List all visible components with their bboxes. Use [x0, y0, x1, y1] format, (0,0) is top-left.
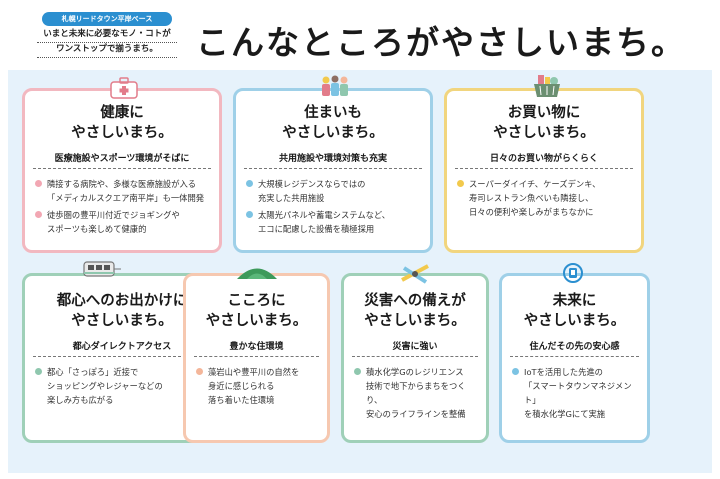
card-title-line-1: こころに	[227, 293, 286, 309]
card-title-line-2: やさしいまち。	[71, 125, 173, 141]
green-hill-icon	[235, 264, 279, 284]
page-title: こんなところがやさしいまち。	[196, 23, 686, 62]
bullet-dot	[35, 180, 42, 187]
card-subtitle: 災害に強い	[352, 339, 478, 357]
residents-icon	[318, 74, 352, 102]
card-subtitle: 日々のお買い物がらくらく	[455, 151, 633, 169]
bullet-item: 藻岩山や豊平川の自然を 身近に感じられる 落ち着いた住環境	[196, 365, 319, 407]
card-title-line-2: やさしいまち。	[71, 313, 173, 329]
card-title-line-1: 未来に	[552, 293, 597, 309]
bullet-dot	[246, 180, 253, 187]
card-subtitle: 住んだその先の安心感	[510, 339, 639, 357]
card-title-line-1: 都心へのお出かけに	[56, 293, 188, 309]
tagline-line-1: いまと未来に必要なモノ・コトが	[43, 29, 171, 39]
card-title-line-1: 住まいも	[304, 105, 362, 121]
bullet-dot	[35, 211, 42, 218]
card-bullets: 隣接する病院や、多様な医療施設が入る 「メディカルスクエア南平岸」も一体開発 徒…	[35, 177, 211, 236]
card-subtitle: 共用施設や環境対策も充実	[244, 151, 422, 169]
bullet-item: IoTを活用した先進の 「スマートタウンマネジメント」 を積水化学Gにて実施	[512, 365, 639, 421]
card-bullets: スーパーダイイチ、ケーズデンキ、 寿司レストラン魚べいも隣接し、 日々の便利や楽…	[457, 177, 633, 219]
bullet-dot	[512, 368, 519, 375]
pipeline-icon	[400, 262, 430, 288]
card-title-line-1: 健康に	[100, 105, 144, 121]
card-bullets: 大規模レジデンスならではの 充実した共用施設 太陽光パネルや蓄電システムなど、 …	[246, 177, 422, 236]
tagline-divider-2	[37, 57, 177, 58]
card-title-line-2: やさしいまち。	[364, 313, 466, 329]
card-health: 健康に やさしいまち。 医療施設やスポーツ環境がそばに 隣接する病院や、多様な医…	[22, 88, 222, 253]
medical-kit-icon	[110, 77, 138, 103]
bullet-item: 徒歩圏の豊平川付近でジョギングや スポーツも楽しめて健康的	[35, 208, 211, 236]
bullet-dot	[196, 368, 203, 375]
bullet-item: 積水化学Gのレジリエンス 技術で地下からまちをつくり、 安心のライフラインを整備	[354, 365, 478, 421]
card-bullets: 都心「さっぽろ」近接で ショッピングやレジャーなどの 楽しみ方も広がる	[35, 365, 211, 407]
card-title-line-2: やさしいまち。	[205, 313, 308, 329]
project-name-badge: 札幌リードタウン平岸ベース	[42, 12, 172, 26]
bullet-item: 大規模レジデンスならではの 充実した共用施設	[246, 177, 422, 205]
card-disaster: 災害への備えが やさしいまち。 災害に強い 積水化学Gのレジリエンス 技術で地下…	[341, 273, 489, 443]
tagline-line-2: ワンストップで揃うまち。	[56, 44, 158, 54]
card-subtitle: 都心ダイレクトアクセス	[33, 339, 211, 357]
bullet-item: スーパーダイイチ、ケーズデンキ、 寿司レストラン魚べいも隣接し、 日々の便利や楽…	[457, 177, 633, 219]
card-subtitle: 医療施設やスポーツ環境がそばに	[33, 151, 211, 169]
tagline-divider	[37, 42, 177, 43]
subway-train-icon	[82, 258, 122, 284]
bullet-item: 都心「さっぽろ」近接で ショッピングやレジャーなどの 楽しみ方も広がる	[35, 365, 211, 407]
bullet-dot	[354, 368, 361, 375]
iot-device-icon	[562, 262, 584, 288]
bullet-dot	[35, 368, 42, 375]
bullet-item: 太陽光パネルや蓄電システムなど、 エコに配慮した設備を積極採用	[246, 208, 422, 236]
card-bullets: 積水化学Gのレジリエンス 技術で地下からまちをつくり、 安心のライフラインを整備	[354, 365, 478, 421]
card-subtitle: 豊かな住環境	[194, 339, 319, 357]
card-title-line-2: やさしいまち。	[493, 125, 595, 141]
bullet-dot	[457, 180, 464, 187]
card-title-line-1: お買い物に	[507, 105, 581, 121]
card-title-line-1: 災害への備えが	[364, 293, 466, 309]
bullet-item: 隣接する病院や、多様な医療施設が入る 「メディカルスクエア南平岸」も一体開発	[35, 177, 211, 205]
card-housing: 住まいも やさしいまち。 共用施設や環境対策も充実 大規模レジデンスならではの …	[233, 88, 433, 253]
header-tagline: 札幌リードタウン平岸ベース いまと未来に必要なモノ・コトが ワンストップで揃うま…	[32, 12, 182, 58]
card-title-line-2: やさしいまち。	[282, 125, 384, 141]
card-title-line-2: やさしいまち。	[523, 313, 626, 329]
shopping-basket-icon	[532, 73, 562, 103]
card-future: 未来に やさしいまち。 住んだその先の安心感 IoTを活用した先進の 「スマート…	[499, 273, 650, 443]
card-bullets: IoTを活用した先進の 「スマートタウンマネジメント」 を積水化学Gにて実施	[512, 365, 639, 421]
card-bullets: 藻岩山や豊平川の自然を 身近に感じられる 落ち着いた住環境	[196, 365, 319, 407]
card-environment: こころに やさしいまち。 豊かな住環境 藻岩山や豊平川の自然を 身近に感じられる…	[183, 273, 330, 443]
bullet-dot	[246, 211, 253, 218]
card-shopping: お買い物に やさしいまち。 日々のお買い物がらくらく スーパーダイイチ、ケーズデ…	[444, 88, 644, 253]
